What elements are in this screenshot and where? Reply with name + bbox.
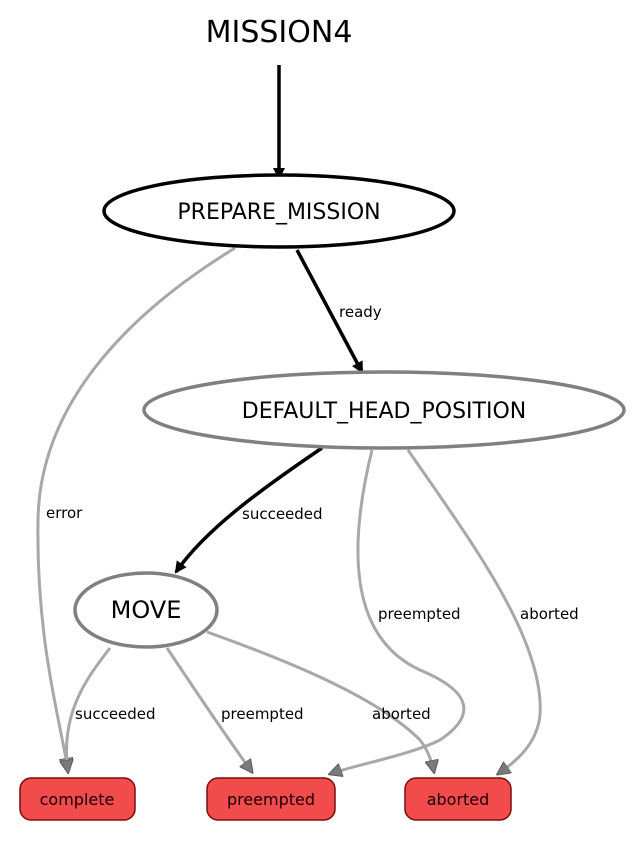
edge-move-succeeded (66, 647, 112, 772)
edge-error (36, 246, 236, 770)
outcome-preempted-label: preempted (227, 790, 315, 809)
outcome-aborted[interactable]: aborted (404, 777, 512, 821)
edge-label-dhp-preempted: preempted (378, 605, 461, 623)
outcome-preempted[interactable]: preempted (206, 777, 336, 821)
node-move[interactable]: MOVE (73, 571, 219, 649)
edge-label-dhp-aborted: aborted (520, 605, 579, 623)
outcome-complete[interactable]: complete (19, 777, 136, 821)
edge-dhp-aborted (406, 449, 542, 774)
diagram-title: MISSION4 (206, 15, 353, 50)
edge-label-move-aborted: aborted (372, 705, 431, 723)
edge-label-ready: ready (339, 303, 382, 321)
edge-dhp-preempted (330, 449, 466, 774)
outcome-aborted-label: aborted (427, 790, 490, 809)
node-prepare-mission[interactable]: PREPARE_MISSION (102, 173, 456, 249)
edge-dhp-succeeded (174, 446, 323, 574)
node-default-head-position[interactable]: DEFAULT_HEAD_POSITION (142, 370, 626, 450)
node-move-label: MOVE (111, 596, 182, 624)
edge-ready (295, 249, 364, 374)
node-prepare-mission-label: PREPARE_MISSION (177, 200, 380, 225)
edge-label-move-succeeded: succeeded (75, 705, 156, 723)
edge-label-error: error (46, 504, 83, 522)
edge-label-dhp-succeeded: succeeded (242, 505, 323, 523)
node-default-head-position-label: DEFAULT_HEAD_POSITION (242, 399, 526, 424)
edge-move-aborted (206, 630, 434, 772)
edge-label-move-preempted: preempted (221, 705, 304, 723)
outcome-complete-label: complete (40, 790, 115, 809)
edge-move-preempted (165, 647, 252, 772)
